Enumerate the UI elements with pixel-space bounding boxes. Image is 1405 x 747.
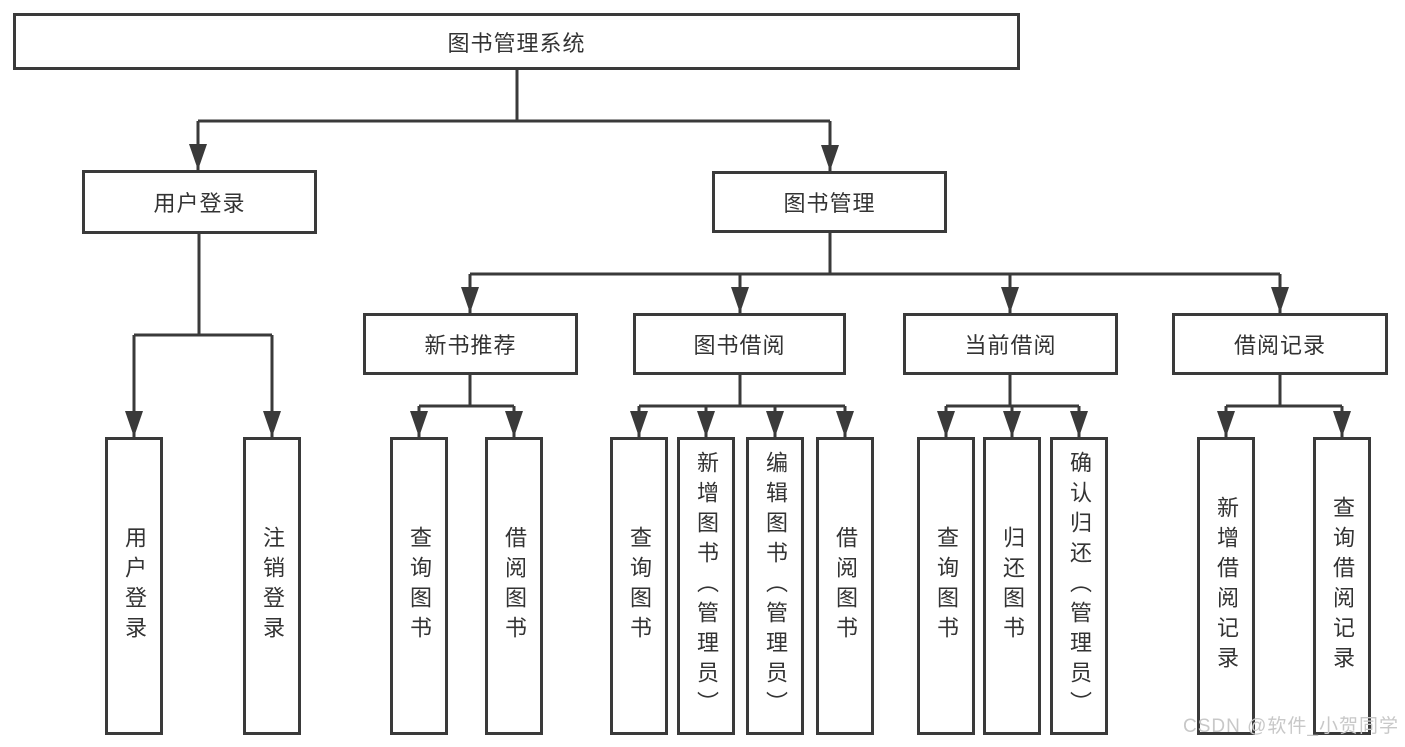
node-book-borrow-label: 图书借阅 bbox=[693, 333, 786, 358]
watermark: CSDN @软件_小贺同学 bbox=[1183, 716, 1399, 737]
leaf-label: 查询借阅记录 bbox=[1330, 496, 1355, 676]
node-user-login: 用户登录 bbox=[82, 170, 317, 234]
node-root: 图书管理系统 bbox=[13, 13, 1020, 70]
node-leaf-borrow-books-recommend: 借阅图书 bbox=[485, 437, 543, 735]
leaf-label: 注销登录 bbox=[260, 526, 285, 646]
leaf-label: 借阅图书 bbox=[502, 526, 527, 646]
node-leaf-logout: 注销登录 bbox=[243, 437, 301, 735]
node-new-book-recommend: 新书推荐 bbox=[363, 313, 578, 375]
node-user-login-label: 用户登录 bbox=[153, 191, 246, 216]
node-borrow-records-label: 借阅记录 bbox=[1233, 333, 1326, 358]
node-current-borrow: 当前借阅 bbox=[903, 313, 1118, 375]
node-leaf-add-books-admin: 新增图书（管理员） bbox=[677, 437, 735, 735]
node-leaf-query-books-current: 查询图书 bbox=[917, 437, 975, 735]
leaf-label: 查询图书 bbox=[627, 526, 652, 646]
node-root-label: 图书管理系统 bbox=[447, 30, 586, 56]
node-book-management: 图书管理 bbox=[712, 171, 947, 233]
node-leaf-edit-books-admin: 编辑图书（管理员） bbox=[746, 437, 804, 735]
node-leaf-user-login: 用户登录 bbox=[105, 437, 163, 735]
leaf-label: 归还图书 bbox=[1000, 526, 1025, 646]
node-current-borrow-label: 当前借阅 bbox=[964, 333, 1057, 358]
node-leaf-query-books-recommend: 查询图书 bbox=[390, 437, 448, 735]
node-leaf-return-books: 归还图书 bbox=[983, 437, 1041, 735]
node-leaf-query-borrow-record: 查询借阅记录 bbox=[1313, 437, 1371, 735]
node-book-borrow: 图书借阅 bbox=[633, 313, 846, 375]
node-book-management-label: 图书管理 bbox=[783, 191, 876, 216]
node-new-book-recommend-label: 新书推荐 bbox=[424, 333, 517, 358]
leaf-label: 查询图书 bbox=[934, 526, 959, 646]
leaf-label: 编辑图书（管理员） bbox=[763, 451, 788, 721]
node-leaf-borrow-books: 借阅图书 bbox=[816, 437, 874, 735]
arrowheads bbox=[125, 144, 1351, 437]
leaf-label: 确认归还（管理员） bbox=[1067, 451, 1092, 721]
leaf-label: 用户登录 bbox=[122, 526, 147, 646]
node-leaf-add-borrow-record: 新增借阅记录 bbox=[1197, 437, 1255, 735]
leaf-label: 新增图书（管理员） bbox=[694, 451, 719, 721]
node-borrow-records: 借阅记录 bbox=[1172, 313, 1388, 375]
node-leaf-confirm-return-admin: 确认归还（管理员） bbox=[1050, 437, 1108, 735]
leaf-label: 新增借阅记录 bbox=[1214, 496, 1239, 676]
leaf-label: 借阅图书 bbox=[833, 526, 858, 646]
leaf-label: 查询图书 bbox=[407, 526, 432, 646]
node-leaf-query-books-borrow: 查询图书 bbox=[610, 437, 668, 735]
